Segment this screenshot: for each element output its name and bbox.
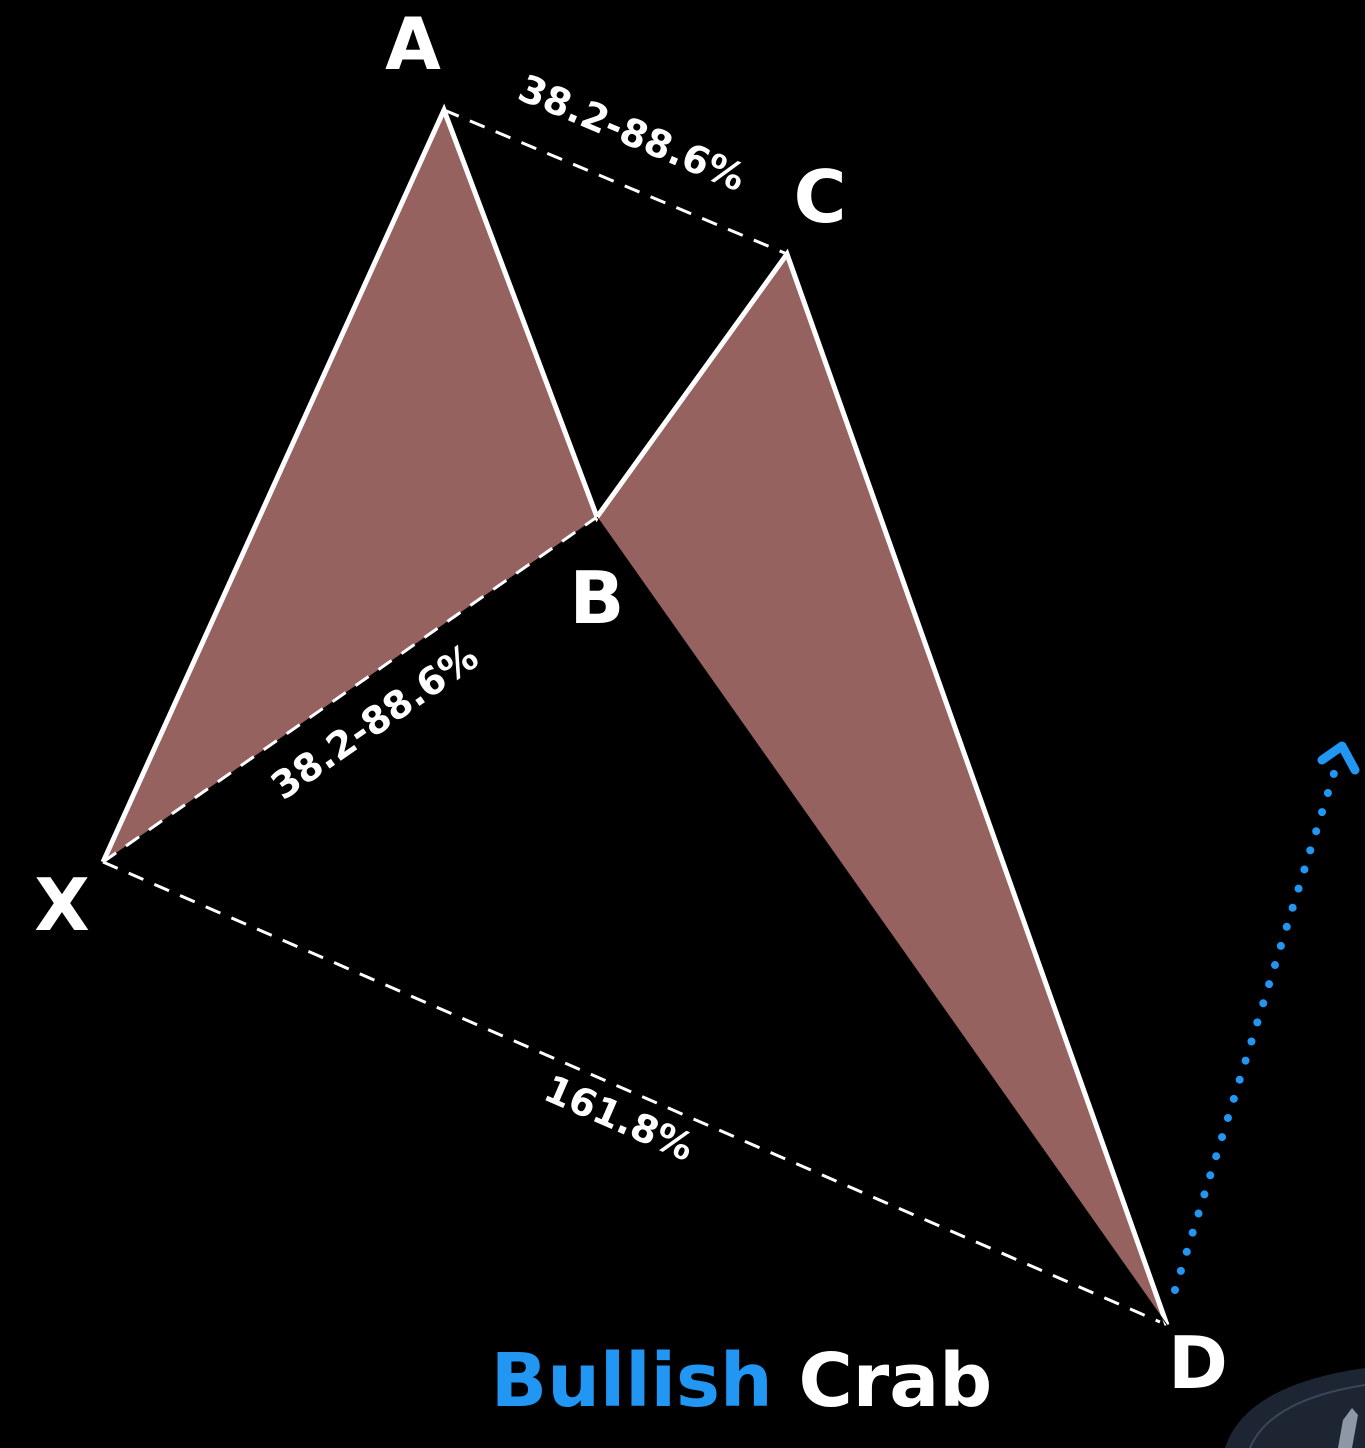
arrow-head-icon <box>1322 746 1355 770</box>
point-label-a: A <box>385 2 441 86</box>
point-label-c: C <box>794 155 847 239</box>
point-label-x: X <box>34 863 90 947</box>
pattern-title: Bullish Crab <box>0 1336 1365 1426</box>
ac-ratio-label: 38.2-88.6% <box>512 66 752 200</box>
xd-ratio-label: 161.8% <box>538 1066 701 1169</box>
title-crab: Crab <box>798 1338 992 1424</box>
point-label-b: B <box>570 556 625 640</box>
dotted-up-arrow-icon <box>1175 770 1335 1290</box>
title-bullish: Bullish <box>491 1338 773 1424</box>
